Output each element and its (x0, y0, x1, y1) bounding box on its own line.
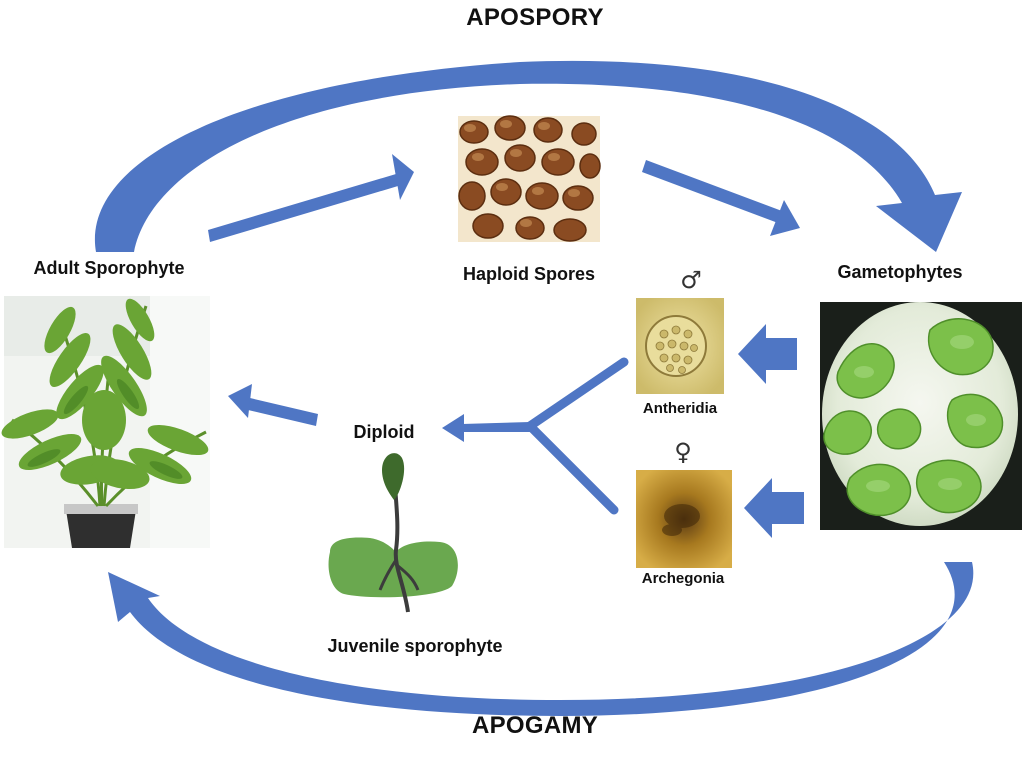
haploid-spores-label: Haploid Spores (462, 264, 596, 284)
arrow-spores-to-gametophytes (642, 160, 800, 236)
antheridia-label: Antheridia (642, 400, 718, 417)
arrow-gametophytes-to-antheridia (738, 324, 797, 384)
juvenile-sporophyte-label: Juvenile sporophyte (327, 636, 503, 656)
male-symbol: ♂ (680, 266, 702, 294)
arrow-diploid-to-sporophyte (228, 384, 318, 426)
antheridia-image (636, 298, 724, 394)
apogamy-arc-arrow (108, 562, 974, 716)
juvenile-sporophyte-image (328, 453, 458, 613)
apogamy-title: APOGAMY (471, 712, 599, 739)
female-symbol: ♀ (674, 438, 692, 466)
archegonia-image (636, 470, 732, 568)
arrow-sporophyte-to-spores (208, 154, 414, 242)
apospory-title: APOSPORY (466, 4, 604, 31)
archegonia-label: Archegonia (641, 570, 725, 587)
gametophytes-label: Gametophytes (837, 262, 963, 282)
haploid-spores-image (458, 115, 601, 242)
adult-sporophyte-label: Adult Sporophyte (33, 258, 185, 278)
adult-sporophyte-image (1, 296, 210, 548)
diploid-label: Diploid (353, 422, 415, 442)
fusion-lines (442, 357, 629, 515)
apospory-arc-arrow (94, 60, 963, 253)
arrow-gametophytes-to-archegonia (744, 478, 804, 538)
gametophytes-image (820, 302, 1022, 530)
